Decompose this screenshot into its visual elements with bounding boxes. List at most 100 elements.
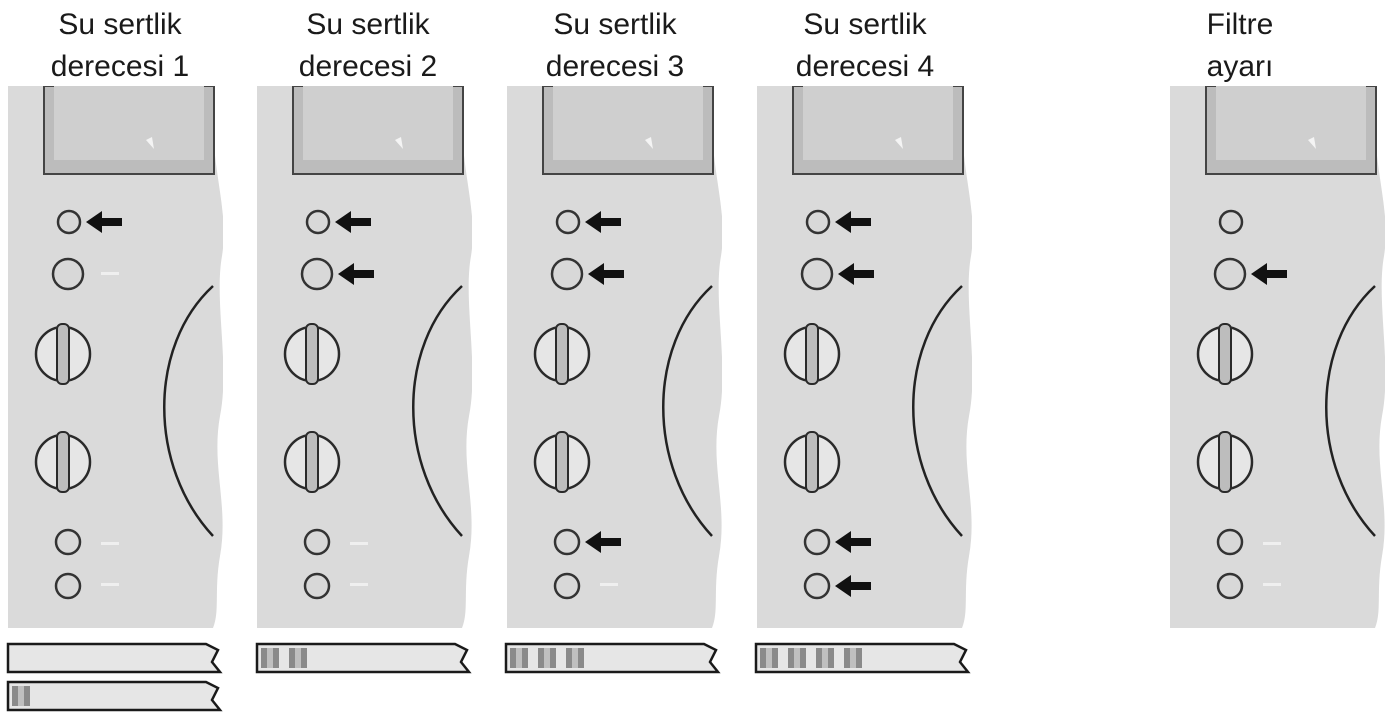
- display-reflection: [1308, 137, 1316, 149]
- knob-grip: [555, 323, 569, 385]
- led-button: [550, 257, 584, 291]
- panel-arc: [1325, 285, 1376, 537]
- led-button: [303, 528, 331, 556]
- strip-segment-highlight: [822, 648, 828, 668]
- label-mark: [600, 583, 618, 586]
- label-mark: [350, 542, 368, 545]
- strip-segment-highlight: [18, 686, 24, 706]
- title-hardness-3: Su sertlik derecesi 3: [505, 4, 725, 88]
- control-panel-filter: [1170, 86, 1385, 628]
- display-reflection: [645, 137, 653, 149]
- display-screen: [1216, 86, 1366, 160]
- title-line-2: derecesi 4: [795, 50, 935, 83]
- knob-grip: [305, 323, 319, 385]
- display-screen: [54, 86, 204, 160]
- indicator-strip-3: [504, 642, 721, 674]
- led-button: [54, 572, 82, 600]
- led-button: [303, 572, 331, 600]
- label-mark: [101, 583, 119, 586]
- led-button: [803, 572, 831, 600]
- control-panel-2: [257, 86, 472, 628]
- led-button: [1216, 528, 1244, 556]
- title-line-2: derecesi 1: [50, 50, 190, 83]
- panel-arc: [662, 285, 713, 537]
- title-filter-setting: Filtre ayarı: [1150, 4, 1330, 88]
- arrow-indicator: [86, 211, 122, 233]
- knob-grip: [1218, 323, 1232, 385]
- led-button: [1213, 257, 1247, 291]
- strip-body: [255, 642, 472, 674]
- arrow-indicator: [835, 211, 871, 233]
- indicator-strip-1-extra: [6, 680, 223, 712]
- display-reflection: [395, 137, 403, 149]
- title-line-2: ayarı: [1206, 50, 1274, 83]
- title-hardness-2: Su sertlik derecesi 2: [258, 4, 478, 88]
- title-line-1: Su sertlik: [306, 8, 430, 41]
- label-mark: [1263, 542, 1281, 545]
- label-mark: [101, 272, 119, 275]
- title-line-2: derecesi 2: [298, 50, 438, 83]
- label-mark: [350, 583, 368, 586]
- knob-grip: [805, 431, 819, 493]
- title-line-1: Su sertlik: [58, 8, 182, 41]
- strip-segment-highlight: [850, 648, 856, 668]
- arrow-indicator: [335, 211, 371, 233]
- knob-grip: [805, 323, 819, 385]
- indicator-strip-1: [6, 642, 223, 674]
- arrow-indicator: [1251, 263, 1287, 285]
- led-button: [56, 209, 82, 235]
- led-button: [305, 209, 331, 235]
- knob-grip: [56, 323, 70, 385]
- display-screen: [803, 86, 953, 160]
- strip-body: [6, 680, 223, 712]
- arrow-indicator: [835, 531, 871, 553]
- title-line-2: derecesi 3: [545, 50, 685, 83]
- led-button: [54, 528, 82, 556]
- strip-segment-highlight: [766, 648, 772, 668]
- led-button: [803, 528, 831, 556]
- display-screen: [303, 86, 453, 160]
- arrow-indicator: [338, 263, 374, 285]
- strip-body: [6, 642, 223, 674]
- arrow-indicator: [838, 263, 874, 285]
- panel-arc: [412, 285, 463, 537]
- title-hardness-1: Su sertlik derecesi 1: [10, 4, 230, 88]
- strip-segment-highlight: [295, 648, 301, 668]
- strip-segment-highlight: [544, 648, 550, 668]
- display-reflection: [146, 137, 154, 149]
- title-line-1: Su sertlik: [803, 8, 927, 41]
- led-button: [1216, 572, 1244, 600]
- knob-grip: [305, 431, 319, 493]
- led-button: [300, 257, 334, 291]
- arrow-indicator: [588, 263, 624, 285]
- led-button: [553, 572, 581, 600]
- led-button: [805, 209, 831, 235]
- control-panel-1: [8, 86, 223, 628]
- display-reflection: [895, 137, 903, 149]
- led-button: [800, 257, 834, 291]
- led-button: [555, 209, 581, 235]
- led-button: [51, 257, 85, 291]
- knob-grip: [56, 431, 70, 493]
- indicator-strip-4: [754, 642, 971, 674]
- control-panel-4: [757, 86, 972, 628]
- label-mark: [101, 542, 119, 545]
- title-line-1: Filtre: [1206, 8, 1274, 41]
- control-panel-3: [507, 86, 722, 628]
- arrow-indicator: [835, 575, 871, 597]
- panel-arc: [912, 285, 963, 537]
- title-hardness-4: Su sertlik derecesi 4: [755, 4, 975, 88]
- indicator-strip-2: [255, 642, 472, 674]
- strip-body: [504, 642, 721, 674]
- strip-segment-highlight: [794, 648, 800, 668]
- strip-segment-highlight: [267, 648, 273, 668]
- knob-grip: [1218, 431, 1232, 493]
- label-mark: [1263, 583, 1281, 586]
- display-screen: [553, 86, 703, 160]
- led-button: [1218, 209, 1244, 235]
- title-line-1: Su sertlik: [553, 8, 677, 41]
- led-button: [553, 528, 581, 556]
- strip-segment-highlight: [572, 648, 578, 668]
- panel-arc: [163, 285, 214, 537]
- arrow-indicator: [585, 211, 621, 233]
